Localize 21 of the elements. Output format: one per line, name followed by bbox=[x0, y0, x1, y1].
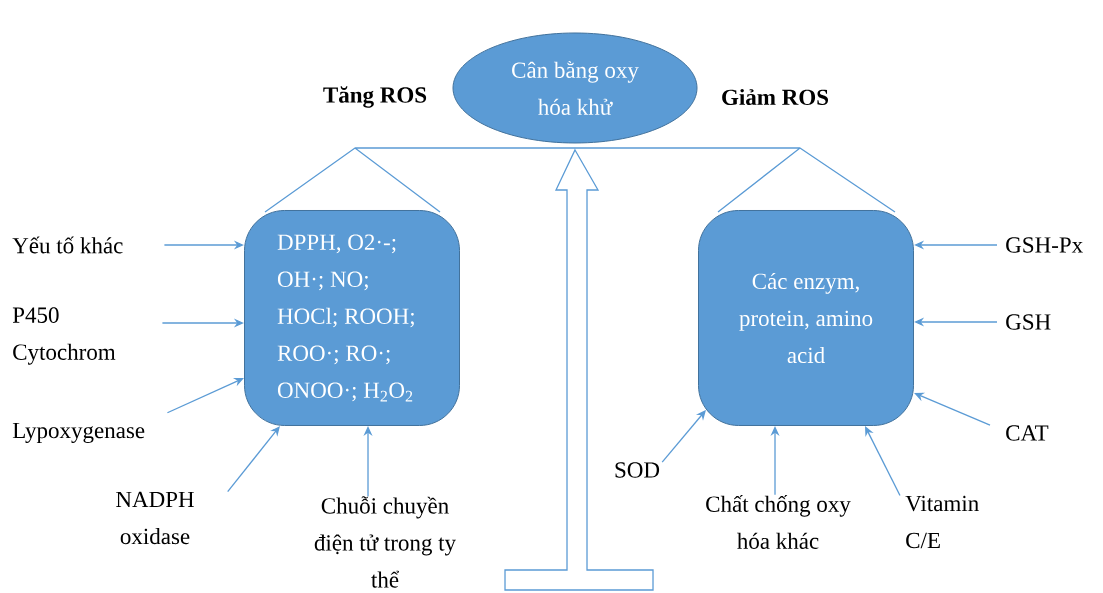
arrow bbox=[865, 426, 901, 497]
rounded-box: DPPH, O2·-; OH·; NO; HOCl; ROOH; ROO·; RO·; ONOO·; H$_{2}$O$_{2}$ bbox=[244, 210, 460, 426]
arrow bbox=[166, 378, 244, 414]
factor-text: GSH bbox=[1006, 314, 1051, 330]
factor-text: Lypoxygenase bbox=[12, 422, 145, 443]
factor-text: Chuỗi chuyền điện tử trong ty thể bbox=[314, 496, 456, 588]
factor-text: SOD bbox=[615, 462, 660, 478]
rounded-box: Các enzym, protein, amino acid bbox=[698, 210, 914, 426]
factor-text: P450 Cytochrom bbox=[12, 307, 116, 365]
side-label: Tăng ROS bbox=[323, 86, 427, 108]
factor-text: GSH-Px bbox=[1006, 237, 1083, 253]
factor-text: CAT bbox=[1006, 425, 1049, 441]
oval-node: Cân bằng oxy hóa khử bbox=[452, 32, 698, 144]
side-label: Giảm ROS bbox=[722, 88, 829, 106]
arrow bbox=[914, 392, 991, 426]
factor-text: NADPH oxidase bbox=[116, 491, 194, 545]
arrow bbox=[227, 426, 280, 493]
arrow bbox=[661, 410, 706, 463]
factor-text: Chất chống oxy hóa khác bbox=[706, 495, 851, 549]
factor-text: Vitamin C/E bbox=[905, 495, 979, 549]
factor-text: Yếu tố khác bbox=[12, 236, 123, 254]
